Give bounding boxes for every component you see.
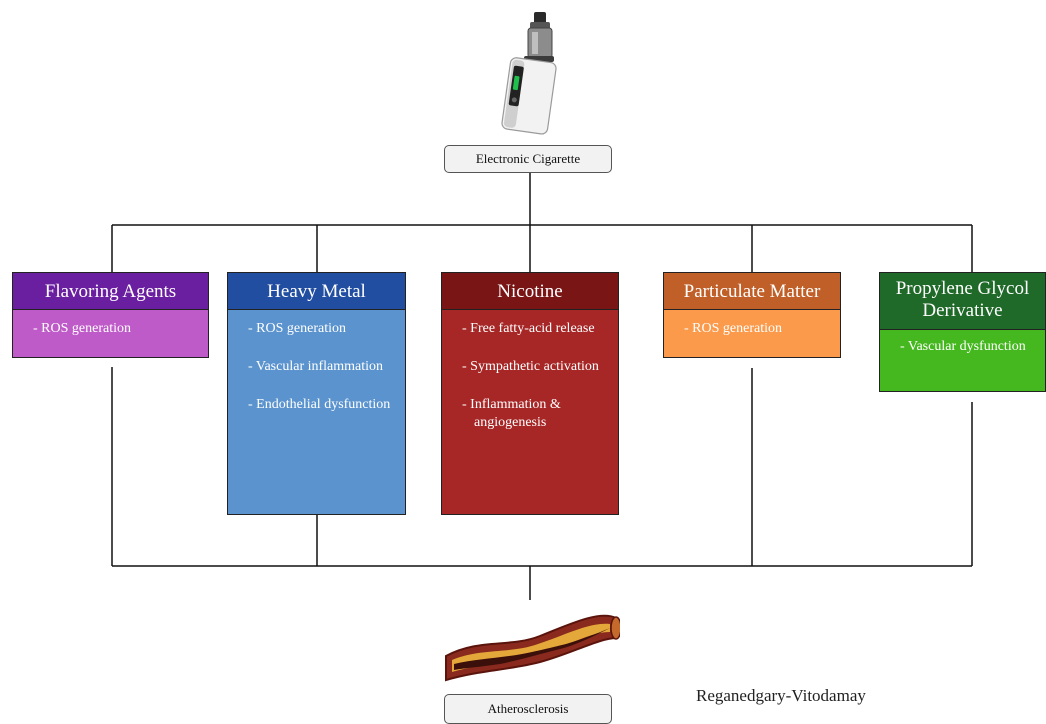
- card-body: - ROS generation - Vascular inflammation…: [228, 310, 405, 514]
- effect-item: - ROS generation: [248, 321, 346, 336]
- top-node-box: Electronic Cigarette: [444, 145, 612, 173]
- top-node-label: Electronic Cigarette: [475, 151, 581, 166]
- bottom-node-label: Atherosclerosis: [487, 701, 569, 716]
- component-card-flavoring-agents: Flavoring Agents - ROS generation: [12, 272, 209, 358]
- card-title: Flavoring Agents: [13, 273, 208, 310]
- effect-item: - Vascular inflammation: [248, 359, 384, 374]
- bottom-node-box: Atherosclerosis: [444, 694, 612, 724]
- component-card-propylene-glycol: Propylene Glycol Derivative - Vascular d…: [879, 272, 1046, 392]
- card-body: - Vascular dysfunction: [880, 330, 1045, 391]
- component-card-particulate-matter: Particulate Matter - ROS generation: [663, 272, 841, 358]
- effect-item: - Vascular dysfunction: [900, 339, 1026, 354]
- credit-text: Reganedgary-Vitodamay: [696, 686, 866, 705]
- effect-item: - Sympathetic activation: [462, 359, 599, 374]
- card-body: - ROS generation: [13, 310, 208, 357]
- e-cigarette-icon: [501, 12, 557, 135]
- card-body: - Free fatty-acid release - Sympathetic …: [442, 310, 618, 514]
- card-title: Particulate Matter: [664, 273, 840, 310]
- artery-plaque-icon: [445, 614, 620, 682]
- card-title: Propylene Glycol Derivative: [880, 273, 1045, 330]
- effect-item: - Inflammation & angiogenesis: [462, 397, 561, 430]
- component-card-nicotine: Nicotine - Free fatty-acid release - Sym…: [441, 272, 619, 515]
- effect-item: - ROS generation: [33, 321, 131, 336]
- effect-item: - ROS generation: [684, 321, 782, 336]
- effect-item: - Endothelial dysfunction: [248, 397, 391, 412]
- component-card-heavy-metal: Heavy Metal - ROS generation - Vascular …: [227, 272, 406, 515]
- card-body: - ROS generation: [664, 310, 840, 357]
- effect-item: - Free fatty-acid release: [462, 321, 595, 336]
- card-title: Nicotine: [442, 273, 618, 310]
- card-title: Heavy Metal: [228, 273, 405, 310]
